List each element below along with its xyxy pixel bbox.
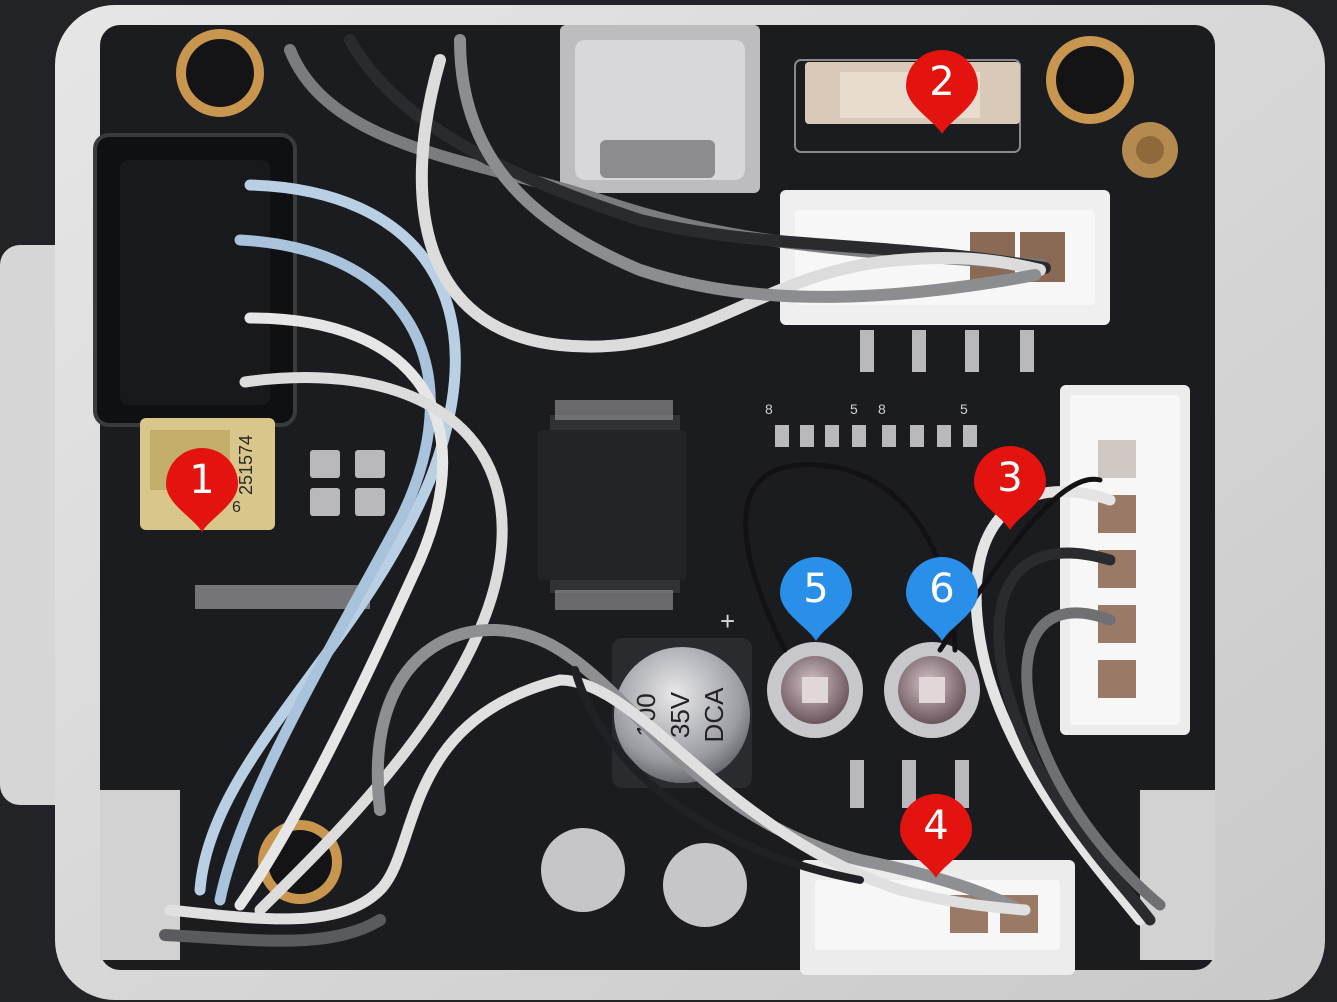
marker-1-label: 1	[189, 457, 215, 503]
mounting-hole-top-right	[1046, 36, 1134, 124]
map-pin-icon	[166, 448, 238, 532]
silk-5a: 5	[850, 401, 858, 417]
electrolytic-capacitor	[612, 638, 752, 788]
sticker-code: 251574	[236, 435, 256, 495]
marker-6: 6	[904, 555, 980, 643]
right-connector	[1060, 385, 1190, 735]
screw-terminal-6	[884, 642, 980, 738]
smd-pads	[310, 330, 1034, 808]
marker-2-label: 2	[929, 59, 955, 105]
sticker-suffix: 6	[232, 499, 241, 516]
marker-3: 3	[972, 444, 1048, 532]
mounting-hole-top-left	[176, 29, 264, 117]
bottom-connector	[800, 860, 1075, 975]
ic-pins	[555, 400, 673, 610]
screw-terminal-5	[767, 642, 863, 738]
map-pin-icon	[906, 557, 978, 641]
capacitor-voltage: 35V	[665, 691, 695, 738]
usb-c-port	[560, 25, 760, 193]
capacitor-series: DCA	[699, 687, 729, 743]
marker-4: 4	[898, 792, 974, 880]
marker-4-label: 4	[923, 803, 949, 849]
marker-1: 1	[164, 446, 240, 534]
sensor-module	[93, 133, 297, 427]
marker-5: 5	[778, 555, 854, 643]
wiring	[159, 34, 1166, 947]
map-pin-icon	[974, 446, 1046, 530]
silk-8a: 8	[765, 401, 773, 417]
lower-ic-pins	[195, 585, 370, 609]
silk-8b: 8	[878, 401, 886, 417]
silk-5b: 5	[960, 401, 968, 417]
main-ic	[538, 415, 686, 593]
capacitor-label: 100 35V DCA	[631, 687, 729, 743]
marker-5-label: 5	[803, 566, 829, 612]
capacitor-plus: +	[720, 606, 735, 636]
bottom-pad-right	[663, 843, 747, 927]
map-pin-icon	[900, 794, 972, 878]
marker-3-label: 3	[997, 455, 1023, 501]
marker-2: 2	[904, 48, 980, 136]
bottom-pad-left	[541, 828, 625, 912]
map-pin-icon	[906, 50, 978, 134]
map-pin-icon	[780, 557, 852, 641]
marker-6-label: 6	[929, 566, 955, 612]
